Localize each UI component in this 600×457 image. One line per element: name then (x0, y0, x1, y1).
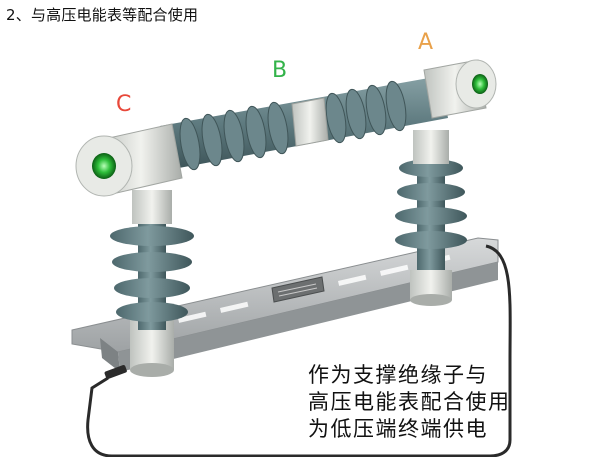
end-cap-c (75, 123, 183, 197)
ground-cable (86, 244, 512, 457)
left-support-insulator (110, 190, 194, 377)
right-support-insulator (395, 130, 467, 306)
page-title: 2、与高压电能表等配合使用 (6, 6, 199, 24)
label-b: B (272, 58, 288, 83)
fuse-barrel (160, 76, 448, 171)
label-a: A (418, 30, 434, 55)
label-c: C (116, 92, 132, 117)
green-lens-icon (92, 153, 116, 179)
callout-line-3: 为低压端终端供电 (308, 417, 488, 441)
callout-line-1: 作为支撑绝缘子与 (308, 363, 488, 387)
nameplate-icon (271, 276, 325, 303)
callout-text: 作为支撑绝缘子与 高压电能表配合使用 为低压端终端供电 (308, 362, 600, 457)
green-lens-icon (472, 74, 488, 94)
callout-line-2: 高压电能表配合使用 (308, 390, 511, 414)
end-cap-a (423, 59, 497, 119)
